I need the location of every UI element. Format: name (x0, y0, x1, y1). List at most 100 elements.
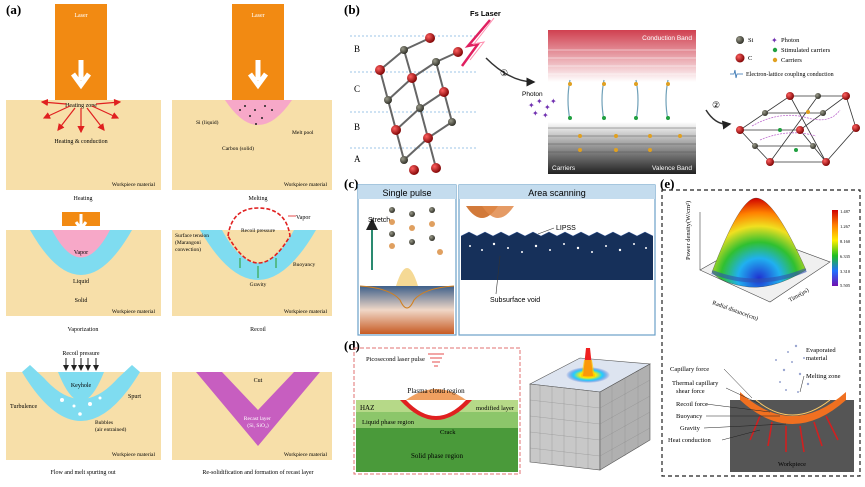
z-axis-label: Power density(W/cm²) (685, 201, 692, 260)
substrate (461, 236, 653, 280)
heating-conduction-label: Heating & conduction (54, 139, 107, 145)
workpiece-block (730, 400, 854, 472)
colorbar-tick: 3.310 (840, 269, 851, 274)
photon-legend-label: Photon (781, 37, 800, 44)
recoil-dashed-boundary (227, 207, 291, 264)
fs-laser-label: Fs Laser (470, 9, 501, 18)
si-liquid-label: Si (liquid) (196, 119, 219, 126)
keyhole-region (58, 372, 104, 401)
surface-base (711, 268, 807, 283)
mesh-lines (529, 371, 651, 468)
heat-conduction-label: Heat conduction (668, 437, 712, 444)
panel-b-label: (b) (344, 2, 360, 17)
area-scanning-title: Area scanning (528, 188, 586, 198)
melting-scene: Laser Si (liquid) Carbon (solid) Melt po… (172, 4, 332, 202)
modified-layer-label: modified layer (476, 405, 515, 412)
liquid-layer (22, 365, 140, 421)
recast-label: Recast layer (Si, SiO₂) (244, 416, 272, 429)
y-axis-label: Time(μs) (788, 287, 811, 304)
melt-cross-section (730, 344, 854, 472)
bubbles (60, 396, 102, 416)
workpiece-label: Workpiece (778, 461, 806, 468)
workpiece-label: Workpiece material (112, 182, 156, 188)
excitation-waves (567, 79, 669, 121)
buoyancy-label: Buoyancy (676, 413, 703, 420)
melt-interface (755, 399, 831, 416)
carriers-legend-label: Carriers (781, 57, 802, 64)
svg-text:✦: ✦ (544, 103, 551, 112)
resolidification-scene: Cut Recast layer (Si, SiO₂) Workpiece ma… (172, 372, 332, 476)
valence-band-label: Valence Band (652, 165, 692, 172)
recoil-pressure-arrows (63, 358, 99, 371)
colorbar-tick: 6.335 (840, 254, 851, 259)
stretched-atoms (389, 207, 443, 255)
photon-legend-icon: ✦ (771, 36, 778, 45)
scan-spot-2 (482, 206, 514, 218)
fs-laser-beam (460, 17, 495, 67)
colorbar-tick: 1.267 (840, 224, 851, 229)
cut-label: Cut (254, 378, 263, 384)
recoil-label: Recoil force (676, 401, 708, 408)
laser-arrow-icon (74, 214, 88, 232)
crystal-bonds (379, 37, 459, 169)
flow-scene: Recoil pressure Keyhole Spurt Turbulence… (6, 351, 161, 476)
heating-zone-label: Heating zone (65, 103, 97, 109)
workpiece-block (6, 100, 161, 190)
laser-arrow-icon (247, 60, 269, 90)
flow-caption: Flow and melt spurting out (51, 470, 116, 476)
gravity-label: Gravity (680, 425, 701, 432)
c-legend-label: C (748, 55, 752, 62)
recast-layer-shape (196, 372, 320, 446)
carbon-label: Carbon (solid) (222, 145, 254, 152)
plasma-cloud (406, 389, 466, 400)
melting-zone-label: Melting zone (806, 373, 841, 380)
svg-text:✦: ✦ (542, 111, 549, 120)
layer-lines (350, 35, 478, 149)
panel-a: (a) Laser Heating zone Heating & conduct… (6, 2, 332, 476)
plasma-label: Plasma cloud region (407, 387, 465, 395)
melting-caption: Melting (249, 196, 268, 202)
workpiece-label: Workpiece material (112, 452, 156, 458)
panel-c-label: (c) (344, 176, 358, 191)
panel-d: (d) Plasma cloud region Picosecond laser… (344, 338, 651, 475)
single-pulse-title: Single pulse (382, 188, 431, 198)
buoyancy-label: Buoyancy (293, 262, 316, 268)
single-pulse-header (358, 185, 456, 199)
capillary-label: Capillary force (670, 366, 709, 373)
mesh-cube (528, 348, 651, 471)
carriers-label: Carriers (552, 165, 576, 172)
recoil-scene: Recoil pressure Vapor Surface tension (M… (172, 207, 332, 333)
haz-label: HAZ (360, 404, 374, 412)
step1-label: ① (500, 68, 508, 78)
c-legend-icon (735, 53, 745, 63)
laser-label: Laser (74, 13, 87, 19)
pulse-lines (428, 353, 444, 367)
svg-text:✦: ✦ (528, 101, 535, 110)
workpiece-label: Workpiece material (112, 309, 156, 315)
ps-pulse-label: Picosecond laser pulse (366, 356, 425, 363)
svg-text:✦: ✦ (536, 97, 543, 106)
evaporated-particles (775, 344, 810, 393)
coupling-legend-icon (730, 69, 743, 79)
panel-c: (c) Single pulse Stretch Area scanning L… (344, 176, 656, 336)
panel-a-label: (a) (6, 2, 21, 17)
cb-lines (548, 49, 696, 75)
layer-label-a: A (354, 154, 361, 164)
force-labels: Capillary force Thermal capillary shear … (668, 347, 841, 468)
stimulated-legend-icon (772, 47, 778, 53)
valence-band (548, 122, 696, 174)
lattice-vibration (751, 109, 841, 141)
buoyancy-arrows (239, 258, 277, 278)
spurt-label: Spurt (128, 394, 141, 400)
laser-label: Laser (251, 13, 264, 19)
bubbles-label: Bubbles (air entrained) (95, 420, 126, 433)
gaussian-surface (711, 197, 807, 288)
resolid-caption: Re-solidification and formation of recas… (202, 469, 313, 476)
gravity-label: Gravity (250, 282, 267, 288)
step2-label: ② (712, 100, 720, 110)
colorbar-tick: 8.160 (840, 239, 851, 244)
layer-label-c: C (354, 84, 360, 94)
pulse-peak (396, 268, 418, 286)
si-legend-label: Si (748, 37, 754, 44)
